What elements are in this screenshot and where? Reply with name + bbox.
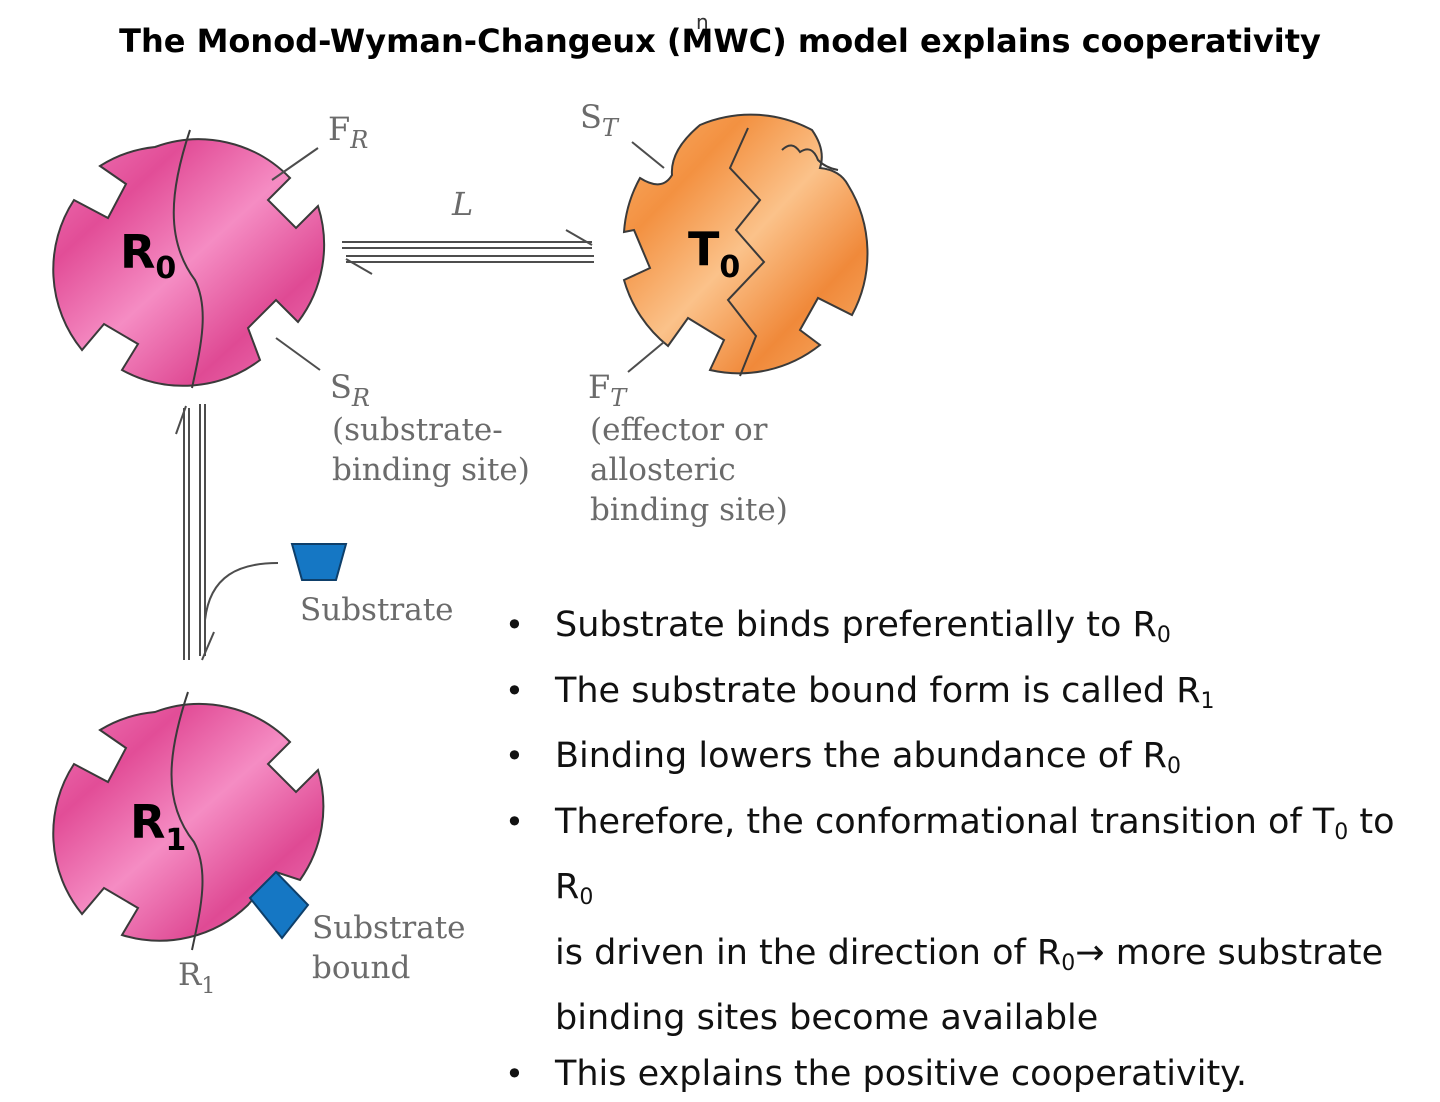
- substrate-label: Substrate: [300, 592, 454, 628]
- fr-label: FR: [328, 110, 368, 154]
- st-label: ST: [580, 98, 620, 142]
- substrate-bound-line1: Substrate: [312, 910, 466, 946]
- fr-leader: [272, 148, 318, 180]
- ft-desc-line3: binding site): [590, 492, 788, 528]
- ft-leader: [628, 342, 664, 372]
- substrate-bound-line2: bound: [312, 950, 410, 986]
- explanation-list: Substrate binds preferentially to R0 The…: [505, 598, 1425, 1102]
- equilibrium-constant-label: L: [451, 185, 473, 223]
- sr-label: SR: [330, 368, 370, 412]
- r1-enzyme: R1: [53, 692, 323, 950]
- ft-desc-line1: (effector or: [590, 412, 768, 448]
- r1-caption: R1: [178, 957, 215, 999]
- arrow-icon: →: [1075, 933, 1104, 973]
- ft-label: FT: [588, 368, 628, 412]
- ft-desc-line2: allosteric: [590, 452, 736, 488]
- bullet-item: Substrate binds preferentially to R0: [505, 598, 1425, 664]
- equilibrium-arrows-r0-t0: [342, 230, 594, 274]
- st-leader: [632, 142, 664, 168]
- bullet-item: Binding lowers the abundance of R0: [505, 729, 1425, 795]
- r0-body: [53, 139, 324, 386]
- bullet-item: The substrate bound form is called R1: [505, 664, 1425, 730]
- equilibrium-arrows-r0-r1: [176, 404, 278, 660]
- bullet-item: This explains the positive cooperativity…: [505, 1047, 1425, 1102]
- r0-enzyme: R0: [53, 130, 324, 388]
- sr-leader: [276, 338, 320, 370]
- sr-desc-line1: (substrate-: [332, 412, 503, 448]
- bullet-item: Therefore, the conformational transition…: [505, 795, 1425, 1047]
- t0-body: [624, 115, 867, 374]
- t0-enzyme: T0: [624, 115, 867, 376]
- substrate-shape: [292, 544, 346, 580]
- sr-desc-line2: binding site): [332, 452, 530, 488]
